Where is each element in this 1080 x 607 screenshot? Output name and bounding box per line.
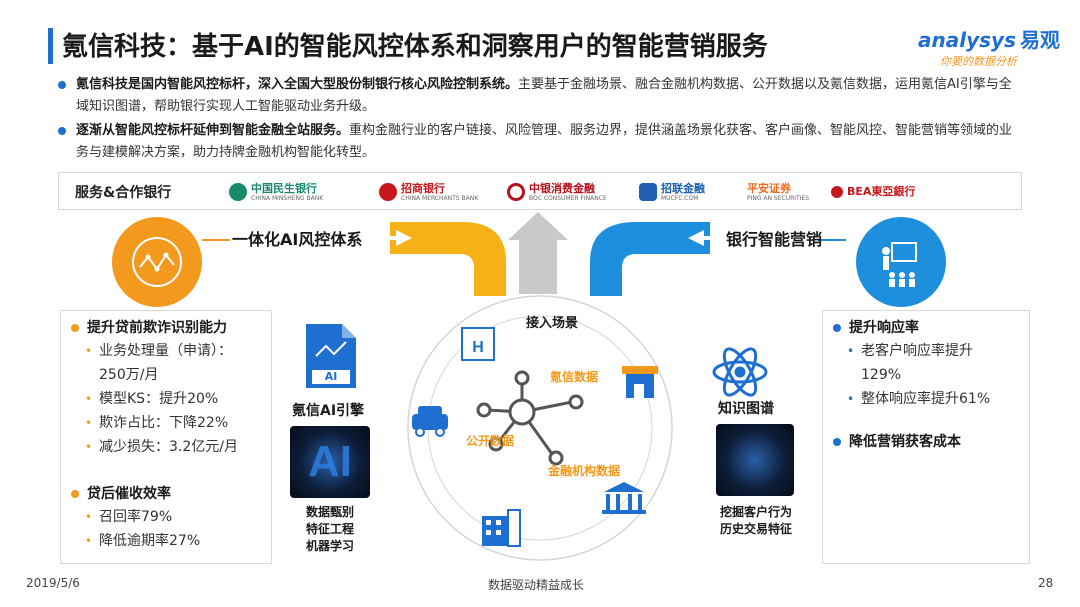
data-node-kexin: 氪信数据 bbox=[550, 370, 599, 384]
panel-item: 召回率79% bbox=[69, 505, 265, 529]
bullet-bold: 氪信科技是国内智能风控标杆，深入全国大型股份制银行核心风险控制系统。 bbox=[76, 77, 519, 92]
logo-slogan: 你要的数据分析 bbox=[940, 55, 1017, 68]
panel-heading: 提升贷前欺诈识别能力 bbox=[69, 317, 265, 339]
panel-item: 减少损失：3.2亿元/月 bbox=[69, 435, 265, 459]
bullet-item: 氪信科技是国内智能风控标杆，深入全国大型股份制银行核心风险控制系统。主要基于金融… bbox=[58, 74, 1018, 118]
presentation-icon bbox=[882, 242, 917, 287]
process-label: 机器学习 bbox=[305, 539, 354, 553]
data-network-icon bbox=[476, 370, 584, 466]
bank-marketing-label: 银行智能营销 bbox=[726, 230, 823, 249]
bea-icon bbox=[831, 186, 843, 198]
up-arrow-gray bbox=[508, 212, 568, 294]
ai-glow-image: AI bbox=[290, 426, 370, 498]
process-label: 挖掘客户行为 bbox=[719, 505, 792, 519]
footer-center-text: 数据驱动精益成长 bbox=[488, 578, 585, 592]
network-wave-icon bbox=[132, 237, 182, 287]
logo-cn: 易观 bbox=[1019, 28, 1060, 52]
process-label: 历史交易特征 bbox=[719, 522, 792, 536]
panel-item: 业务处理量（申请）： bbox=[69, 339, 265, 363]
panel-item: 欺诈占比：下降22% bbox=[69, 411, 265, 435]
left-process-labels: 数据甄别 特征工程 机器学习 bbox=[298, 504, 362, 555]
bank-sub: BOC CONSUMER FINANCE bbox=[529, 194, 607, 202]
panel-item: 降低逾期率27% bbox=[69, 529, 265, 553]
bank-sub: CHINA MERCHANTS BANK bbox=[401, 194, 479, 202]
knowledge-graph-label: 知识图谱 bbox=[718, 401, 774, 417]
title-accent-bar bbox=[48, 28, 53, 64]
process-label: 数据甄别 bbox=[305, 505, 354, 519]
car-icon bbox=[412, 406, 448, 437]
right-process-labels: 挖掘客户行为 历史交易特征 bbox=[708, 504, 804, 538]
bullet-bold: 逐渐从智能风控标杆延伸到智能金融全站服务。 bbox=[76, 123, 350, 138]
bullet-item: 逐渐从智能风控标杆延伸到智能金融全站服务。重构金融行业的客户链接、风险管理、服务… bbox=[58, 120, 1018, 164]
panel-heading: 贷后催收效率 bbox=[69, 483, 265, 505]
ai-risk-system-label: 一体化AI风控体系 bbox=[232, 230, 363, 249]
outer-circle bbox=[407, 295, 673, 561]
bank-logo-bea: BEA東亞銀行 bbox=[831, 179, 915, 205]
intro-bullets: 氪信科技是国内智能风控标杆，深入全国大型股份制银行核心风险控制系统。主要基于金融… bbox=[58, 74, 1018, 166]
panel-item: 老客户响应率提升 bbox=[831, 339, 1025, 363]
panel-item: 模型KS：提升20% bbox=[69, 387, 265, 411]
panel-heading: 提升响应率 bbox=[831, 317, 1025, 339]
engine-label: 氪信AI引擎 bbox=[292, 403, 365, 419]
bank-name: BEA東亞銀行 bbox=[847, 185, 916, 198]
bullet-text: 主要基于金融场景、融合金融机构数据、公开数据以及氪信数据，运用氪信AI引擎与全域… bbox=[76, 77, 1012, 114]
page-number: 28 bbox=[1038, 576, 1054, 590]
bank-name: 平安证券 bbox=[747, 181, 791, 195]
marketing-circle bbox=[856, 217, 946, 307]
panel-item: 250万/月 bbox=[99, 367, 159, 383]
bank-name: 中银消费金融 bbox=[529, 181, 595, 195]
boc-icon bbox=[507, 183, 525, 201]
access-scenario-label: 接入场景 bbox=[526, 316, 579, 331]
store-icon bbox=[622, 366, 658, 398]
atom-icon bbox=[712, 347, 768, 397]
ai-badge: AI bbox=[324, 370, 338, 383]
panel-item: 整体响应率提升61% bbox=[831, 387, 1025, 411]
bank-name: 中国民生银行 bbox=[251, 181, 317, 195]
mucfc-icon bbox=[639, 183, 657, 201]
panel-item: 129% bbox=[861, 367, 902, 383]
bullet-text: 重构金融行业的客户链接、风险管理、服务边界，提供涵盖场景化获客、客户画像、智能风… bbox=[76, 123, 1013, 160]
svg-text:H: H bbox=[472, 339, 484, 356]
page-title: 氪信科技：基于AI的智能风控体系和洞察用户的智能营销服务 bbox=[62, 32, 768, 62]
footer-date: 2019/5/6 bbox=[26, 576, 80, 590]
ai-engine-icon: AI bbox=[306, 324, 356, 388]
cmb-icon bbox=[379, 183, 397, 201]
office-building-icon bbox=[482, 509, 521, 547]
marketing-results-panel: 提升响应率 老客户响应率提升 129% 整体响应率提升61% 降低营销获客成本 bbox=[822, 310, 1030, 564]
orange-bent-arrow bbox=[384, 222, 506, 296]
data-node-public: 公开数据 bbox=[466, 434, 515, 448]
data-node-fi: 金融机构数据 bbox=[548, 464, 621, 478]
knowledge-graph-image bbox=[716, 424, 794, 496]
bank-sub: PING AN SECURITIES bbox=[747, 194, 810, 202]
minsheng-icon bbox=[229, 183, 247, 201]
partner-banks-label: 服务&合作银行 bbox=[75, 185, 172, 201]
bank-name: 招商银行 bbox=[401, 181, 445, 195]
logo-text: analysys bbox=[918, 28, 1016, 52]
bank-sub: MUCFC.COM bbox=[661, 194, 699, 202]
bank-sub: CHINA MINSHENG BANK bbox=[251, 194, 324, 202]
blue-bent-arrow bbox=[590, 222, 714, 296]
process-label: 特征工程 bbox=[305, 522, 354, 536]
risk-results-panel: 提升贷前欺诈识别能力 业务处理量（申请）： 250万/月 模型KS：提升20% … bbox=[60, 310, 272, 564]
panel-heading: 降低营销获客成本 bbox=[831, 431, 1025, 453]
hotel-icon: H bbox=[461, 327, 495, 361]
bank-name: 招联金融 bbox=[661, 181, 705, 195]
risk-control-circle bbox=[112, 217, 202, 307]
bank-building-icon bbox=[602, 482, 646, 514]
